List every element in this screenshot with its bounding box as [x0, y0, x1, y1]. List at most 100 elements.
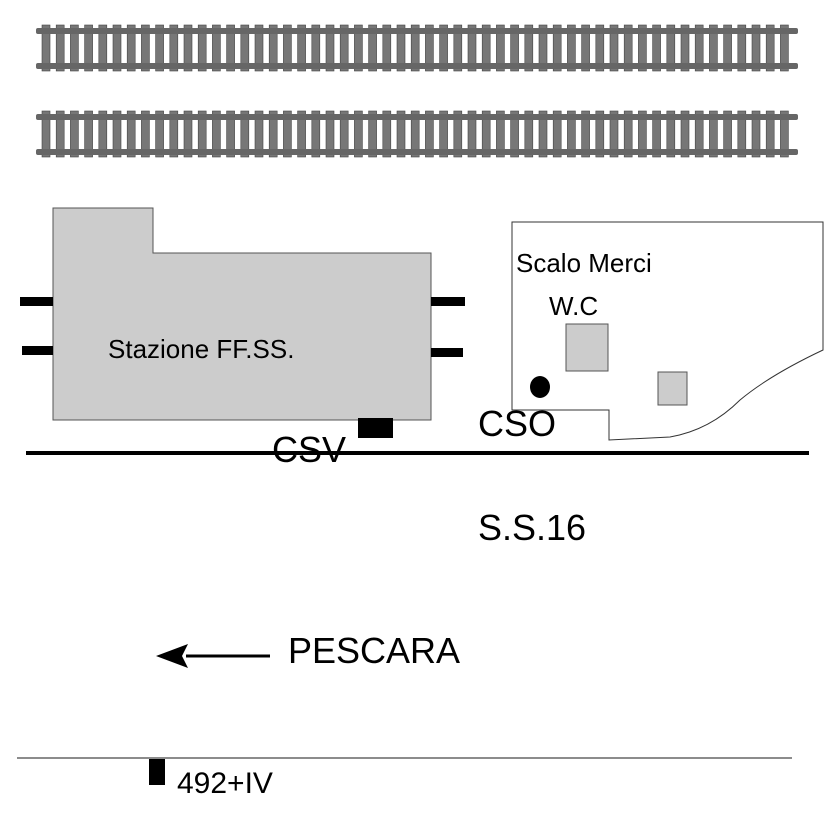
track-2-sleeper: [339, 110, 349, 158]
track-2-sleeper: [297, 110, 306, 158]
direction-label: PESCARA: [288, 630, 460, 671]
track-2-sleeper: [524, 110, 534, 158]
track-2-sleeper: [751, 110, 761, 158]
track-2-sleeper: [396, 110, 406, 158]
track-1-sleeper: [41, 24, 51, 72]
track-1-sleeper: [98, 24, 108, 72]
track-2-sleeper: [552, 110, 562, 158]
track-2-sleeper: [723, 110, 732, 158]
track-2-sleeper: [325, 110, 335, 158]
railway-track-1: [36, 24, 798, 72]
track-1-sleeper: [581, 24, 590, 72]
track-1-sleeper: [183, 24, 193, 72]
track-2-sleeper: [283, 110, 292, 158]
track-1-sleeper: [126, 24, 136, 72]
track-1-sleeper: [240, 24, 250, 72]
track-2-sleeper: [311, 110, 321, 158]
track-2-sleeper: [183, 110, 193, 158]
track-2-sleeper: [212, 110, 221, 158]
track-1-sleeper: [737, 24, 747, 72]
wc-label: W.C: [549, 291, 598, 321]
track-1-sleeper: [339, 24, 349, 72]
track-2-sleeper: [595, 110, 605, 158]
track-2-sleeper: [354, 110, 363, 158]
track-2-sleeper: [481, 110, 491, 158]
track-2-sleeper: [169, 110, 179, 158]
track-2-sleeper: [538, 110, 548, 158]
track-2-sleeper: [780, 110, 789, 158]
track-1-sleeper: [325, 24, 335, 72]
track-1-sleeper: [680, 24, 690, 72]
track-1-sleeper: [354, 24, 363, 72]
station-stub-right-bottom: [431, 348, 463, 357]
track-1-sleeper: [467, 24, 477, 72]
station-label: Stazione FF.SS.: [108, 334, 294, 364]
track-1-sleeper: [55, 24, 65, 72]
track-1-sleeper: [496, 24, 505, 72]
bottom-line: [17, 757, 792, 759]
wc-building: [565, 323, 609, 372]
track-2-sleeper: [98, 110, 108, 158]
track-1-sleeper: [84, 24, 93, 72]
track-2-sleeper: [694, 110, 704, 158]
track-2-sleeper: [709, 110, 718, 158]
track-1-sleeper: [70, 24, 79, 72]
track-1-sleeper: [751, 24, 761, 72]
track-1-sleeper: [169, 24, 179, 72]
track-1-sleeper: [780, 24, 789, 72]
track-1-sleeper: [268, 24, 278, 72]
track-2-sleeper: [197, 110, 207, 158]
track-1-sleeper: [552, 24, 562, 72]
track-2-rail-bottom: [36, 149, 798, 155]
track-1-sleeper: [226, 24, 235, 72]
track-1-sleeper: [410, 24, 420, 72]
freight-yard-outline: [511, 221, 824, 441]
station-building: [52, 207, 432, 421]
track-2-sleeper: [439, 110, 448, 158]
track-1-sleeper: [765, 24, 775, 72]
track-2-sleeper: [368, 110, 377, 158]
track-2-sleeper: [567, 110, 576, 158]
track-2-sleeper: [652, 110, 661, 158]
station-stub-left-top: [20, 297, 53, 306]
track-2-sleeper: [510, 110, 519, 158]
track-1-sleeper: [141, 24, 150, 72]
track-2-sleeper: [268, 110, 278, 158]
track-1-sleeper: [567, 24, 576, 72]
track-2-sleeper: [254, 110, 264, 158]
track-2-sleeper: [55, 110, 65, 158]
track-1-sleeper: [212, 24, 221, 72]
track-1-sleeper: [396, 24, 406, 72]
track-1-sleeper: [197, 24, 207, 72]
track-2-sleeper: [581, 110, 590, 158]
track-1-rail-bottom: [36, 63, 798, 69]
track-2-sleeper: [70, 110, 79, 158]
track-2-sleeper: [737, 110, 747, 158]
road-line: [26, 451, 809, 455]
track-2-sleeper: [453, 110, 463, 158]
track-1-sleeper: [297, 24, 306, 72]
track-2-sleeper: [666, 110, 676, 158]
freight-yard-label: Scalo Merci: [516, 248, 652, 278]
track-1-sleeper: [382, 24, 392, 72]
kilometer-marker: [149, 759, 165, 785]
track-2-rail-top: [36, 114, 798, 120]
track-2-sleeper: [112, 110, 122, 158]
track-2-sleeper: [609, 110, 619, 158]
track-1-sleeper: [595, 24, 605, 72]
track-2-sleeper: [126, 110, 136, 158]
station-stub-right-top: [431, 297, 465, 306]
track-1-sleeper: [425, 24, 434, 72]
track-1-sleeper: [155, 24, 164, 72]
track-1-sleeper: [112, 24, 122, 72]
track-1-sleeper: [283, 24, 292, 72]
track-1-sleeper: [666, 24, 676, 72]
track-1-sleeper: [623, 24, 633, 72]
small-building: [657, 371, 688, 406]
track-1-sleeper: [538, 24, 548, 72]
track-2-sleeper: [496, 110, 505, 158]
track-1-sleeper: [723, 24, 732, 72]
track-2-sleeper: [410, 110, 420, 158]
direction-arrow-icon: [156, 644, 270, 668]
